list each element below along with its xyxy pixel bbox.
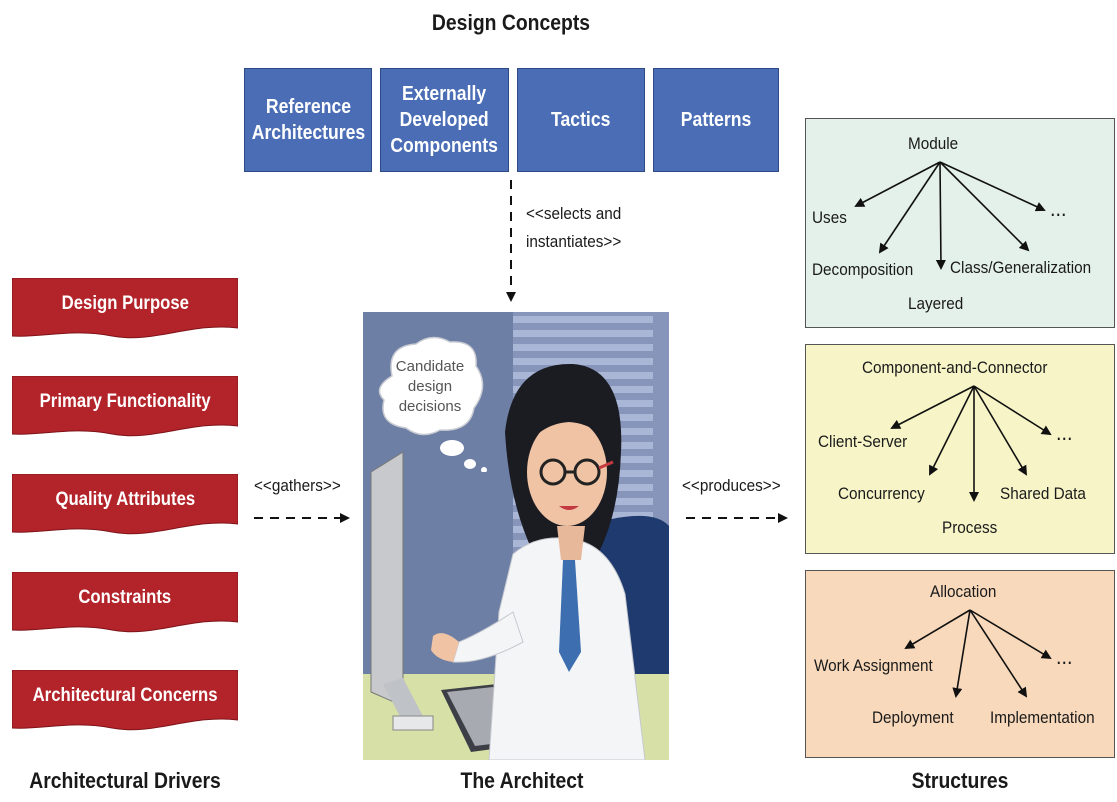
driver-banner-shape — [12, 474, 238, 535]
concept-reference-architectures: Reference Architectures — [244, 68, 372, 172]
produces-label: <<produces>> — [682, 476, 781, 495]
driver-architectural-concerns: Architectural Concerns — [12, 670, 238, 734]
cnc-process: Process — [942, 518, 998, 537]
cnc-concurrency: Concurrency — [838, 484, 925, 503]
module-more: ... — [1050, 196, 1067, 221]
driver-label: Primary Functionality — [39, 391, 211, 412]
the-architect-heading: The Architect — [460, 768, 584, 793]
allocation-structure-panel — [805, 570, 1115, 758]
architectural-drivers-heading: Architectural Drivers — [29, 768, 221, 793]
driver-quality-attributes: Quality Attributes — [12, 474, 238, 538]
design-concepts-heading: Design Concepts — [431, 10, 591, 35]
thought-bubble-shape — [378, 336, 487, 473]
allocation-implementation: Implementation — [990, 708, 1095, 727]
concept-label: Tactics — [551, 109, 611, 131]
thought-line-3: decisions — [398, 398, 462, 415]
concept-patterns: Patterns — [653, 68, 779, 172]
driver-label: Design Purpose — [61, 293, 189, 314]
thought-line-2: design — [407, 378, 453, 395]
driver-design-purpose: Design Purpose — [12, 278, 238, 342]
driver-banner-shape — [12, 278, 238, 339]
cnc-client-server: Client-Server — [818, 432, 908, 451]
driver-banner-shape — [12, 572, 238, 633]
driver-label: Architectural Concerns — [32, 685, 218, 706]
allocation-work-assignment: Work Assignment — [814, 656, 933, 675]
cnc-structure-panel — [805, 344, 1115, 554]
cnc-title: Component-and-Connector — [862, 358, 1048, 377]
driver-label: Quality Attributes — [55, 489, 195, 510]
selects-instantiates-label-2: instantiates>> — [526, 232, 622, 251]
driver-label: Constraints — [78, 587, 172, 608]
allocation-deployment: Deployment — [872, 708, 954, 727]
selects-instantiates-label-1: <<selects and — [526, 204, 622, 223]
architect-illustration — [363, 312, 669, 760]
driver-primary-functionality: Primary Functionality — [12, 376, 238, 440]
driver-banner-shape — [12, 376, 238, 437]
cnc-more: ... — [1056, 420, 1073, 445]
concept-tactics: Tactics — [517, 68, 645, 172]
thought-bubble: Candidate design decisions — [372, 332, 492, 473]
concept-label: Patterns — [680, 109, 752, 131]
concept-label: Reference Architectures — [251, 96, 365, 144]
structures-heading: Structures — [911, 768, 1009, 793]
allocation-more: ... — [1056, 644, 1073, 669]
concept-label: Externally Developed Components — [390, 83, 499, 157]
cnc-shared-data: Shared Data — [1000, 484, 1086, 503]
module-uses: Uses — [812, 208, 847, 227]
driver-banner-shape — [12, 670, 238, 731]
module-decomposition: Decomposition — [812, 260, 914, 279]
module-title: Module — [908, 134, 959, 153]
allocation-title: Allocation — [930, 582, 997, 601]
module-layered: Layered — [908, 294, 964, 313]
concept-externally-developed-components: Externally Developed Components — [380, 68, 509, 172]
module-structure-panel — [805, 118, 1115, 328]
module-class-generalization: Class/Generalization — [950, 258, 1092, 277]
gathers-label: <<gathers>> — [254, 476, 341, 495]
thought-line-1: Candidate — [395, 358, 465, 375]
driver-constraints: Constraints — [12, 572, 238, 636]
architect-scene — [363, 312, 669, 760]
